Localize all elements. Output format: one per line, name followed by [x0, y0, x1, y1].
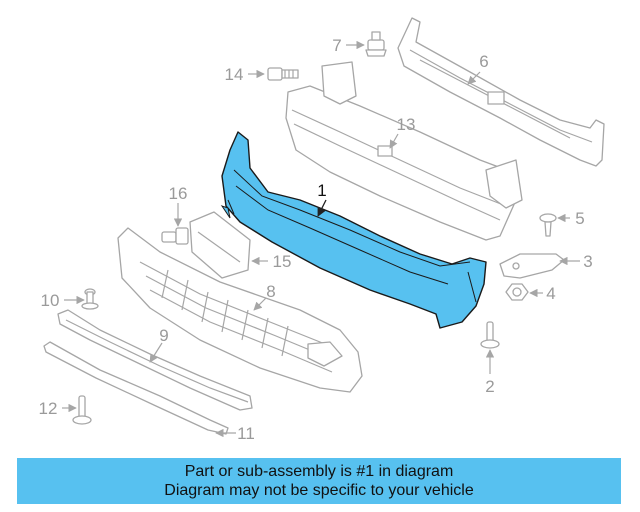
part-2-push-pin [480, 321, 500, 349]
callout-4: 4 [546, 284, 555, 303]
callout-12: 12 [39, 399, 58, 418]
part-4-nut [505, 283, 529, 301]
leader-6 [467, 71, 481, 85]
leader-9 [149, 342, 163, 363]
part-11-lip-strip [43, 341, 229, 435]
callout-5: 5 [575, 209, 584, 228]
callout-13: 13 [397, 115, 416, 134]
parts-diagram: 1 2 3 4 5 6 7 8 9 10 11 12 13 14 15 16 [39, 17, 605, 443]
banner-line-1: Part or sub-assembly is #1 in diagram [184, 463, 454, 480]
leader-13 [389, 133, 399, 149]
part-3-side-bracket [499, 253, 565, 279]
callout-15: 15 [273, 252, 292, 271]
part-8-lower-grille [117, 227, 363, 393]
callout-7: 7 [332, 36, 341, 55]
part-1-bumper-cover [220, 131, 487, 329]
part-5-clip [539, 213, 557, 237]
part-10-push-pin [81, 288, 99, 310]
part-15-plate-bracket [189, 211, 251, 279]
callout-1: 1 [317, 181, 326, 200]
callout-8: 8 [266, 282, 275, 301]
callout-14: 14 [225, 65, 244, 84]
callout-6: 6 [479, 52, 488, 71]
callout-16: 16 [169, 184, 188, 203]
part-16-bolt [161, 227, 189, 245]
leader-1 [317, 199, 327, 217]
callout-9: 9 [159, 326, 168, 345]
part-6-upper-bracket [397, 17, 605, 167]
callout-2: 2 [485, 377, 494, 396]
part-13-reinforcement-bar [285, 61, 523, 241]
info-banner: Part or sub-assembly is #1 in diagram Di… [17, 458, 621, 504]
leader-8 [253, 297, 267, 311]
callout-3: 3 [583, 252, 592, 271]
callout-10: 10 [41, 291, 60, 310]
part-7-bolt [365, 31, 387, 57]
banner-line-2: Diagram may not be specific to your vehi… [164, 482, 474, 499]
part-12-push-pin [72, 395, 92, 425]
callout-11: 11 [237, 424, 255, 443]
part-14-bolt [267, 67, 299, 81]
